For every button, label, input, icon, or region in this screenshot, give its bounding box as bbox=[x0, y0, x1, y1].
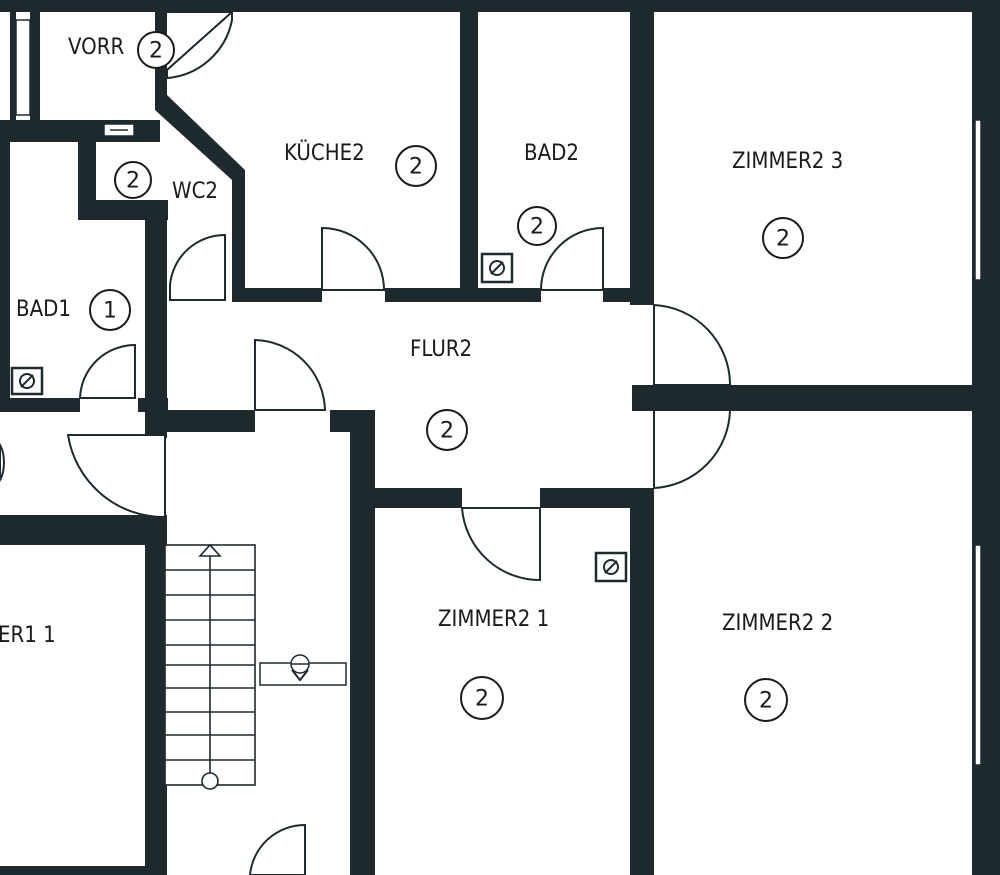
room-wc2: 2 WC2 bbox=[114, 161, 218, 204]
room-name: WC2 bbox=[172, 179, 218, 204]
room-name: FLUR2 bbox=[410, 337, 472, 362]
vent-icon bbox=[103, 123, 135, 137]
windows bbox=[15, 19, 982, 766]
room-bad2: BAD2 2 bbox=[517, 141, 579, 246]
staircase bbox=[164, 543, 256, 790]
room-name: BAD1 bbox=[16, 297, 71, 322]
room-flur2: FLUR2 2 bbox=[410, 337, 472, 451]
room-number: 2 bbox=[440, 419, 454, 444]
vent-icon bbox=[10, 366, 44, 396]
room-zimmer1-1-partial: ER1 1 bbox=[0, 623, 56, 648]
stair-arrow-icon bbox=[198, 543, 222, 790]
room-vorr: VORR 2 bbox=[68, 31, 175, 69]
room-name: ER1 1 bbox=[0, 623, 56, 648]
room-name: ZIMMER2 2 bbox=[722, 611, 833, 636]
vent-icon bbox=[480, 252, 514, 284]
room-number: 2 bbox=[530, 215, 544, 240]
doors bbox=[0, 9, 732, 875]
floor-drain-icon bbox=[259, 654, 347, 686]
room-name: VORR bbox=[68, 35, 124, 60]
room-name: KÜCHE2 bbox=[284, 140, 365, 166]
room-kueche2: KÜCHE2 2 bbox=[284, 140, 437, 187]
room-number: 2 bbox=[475, 687, 489, 712]
room-number: 2 bbox=[149, 39, 163, 64]
room-zimmer2-3: ZIMMER2 3 2 bbox=[732, 149, 843, 259]
room-number: 2 bbox=[126, 169, 140, 194]
vent-icon bbox=[594, 551, 628, 583]
room-name: ZIMMER2 3 bbox=[732, 149, 843, 174]
room-bad1: BAD1 1 bbox=[16, 289, 131, 331]
room-number: 2 bbox=[759, 689, 773, 714]
room-name: ZIMMER2 1 bbox=[438, 607, 549, 632]
room-number: 1 bbox=[103, 299, 117, 324]
room-zimmer2-2: ZIMMER2 2 2 bbox=[722, 611, 833, 722]
room-name: BAD2 bbox=[524, 141, 579, 166]
room-zimmer2-1: ZIMMER2 1 2 bbox=[438, 607, 549, 720]
room-number: 2 bbox=[409, 155, 423, 180]
room-number: 2 bbox=[776, 227, 790, 252]
